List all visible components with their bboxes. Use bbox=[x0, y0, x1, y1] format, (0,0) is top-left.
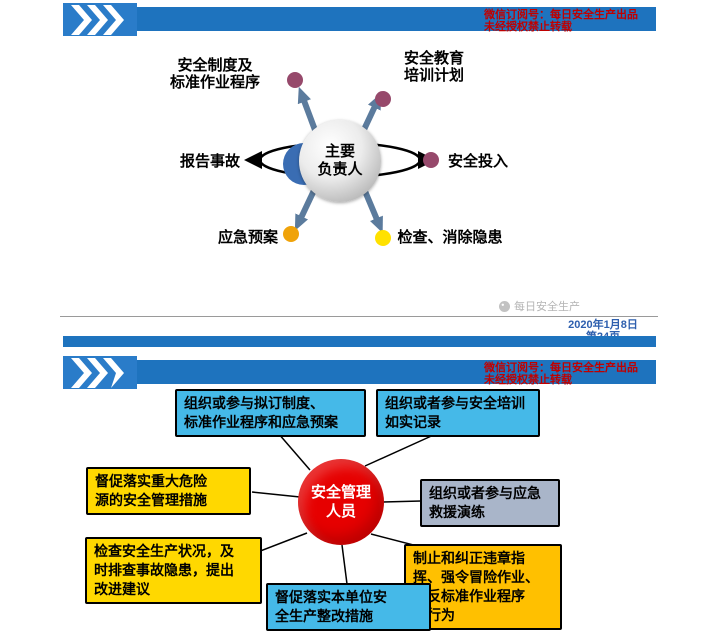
slide1-chevron-logo bbox=[63, 3, 137, 36]
slide1-header-bar bbox=[63, 7, 656, 31]
line-to-bottom-center bbox=[341, 544, 348, 585]
slide1-header-text: 微信订阅号：每日安全生产出品 未经授权禁止转载 bbox=[484, 9, 638, 33]
watermark: 每日安全生产 bbox=[498, 298, 580, 314]
slide1-bottom-bar bbox=[63, 336, 656, 347]
box-stop-violations: 制止和纠正违章指 挥、强令冒险作业、 违反标准作业程序 的行为 bbox=[404, 544, 562, 630]
footer-divider bbox=[60, 316, 658, 317]
box-inspection-suggestion: 检查安全生产状况，及 时排查事故隐患，提出 改进建议 bbox=[85, 537, 262, 604]
box-draft-rules: 组织或参与拟订制度、 标准作业程序和应急预案 bbox=[175, 389, 366, 437]
dot-emergency-plan bbox=[283, 226, 299, 242]
box-safety-training: 组织或者参与安全培训 如实记录 bbox=[376, 389, 540, 437]
node-label-report-accident: 报告事故 bbox=[179, 153, 240, 170]
dot-inspection bbox=[375, 230, 391, 246]
node-label-inspection: 检查、消除隐患 bbox=[397, 229, 503, 246]
line-to-top-left bbox=[277, 432, 311, 471]
header-copyright-line: 未经授权禁止转载 bbox=[484, 374, 572, 386]
slide2-header-bar bbox=[63, 360, 656, 384]
chevrons-icon bbox=[71, 357, 124, 388]
node-label-safety-investment: 安全投入 bbox=[447, 153, 508, 170]
node-label-safety-rules: 安全制度及 标准作业程序 bbox=[169, 57, 260, 91]
slide-date: 2020年1月8日 bbox=[568, 319, 638, 331]
dot-safety-rules bbox=[287, 72, 303, 88]
line-to-top-right bbox=[364, 432, 439, 467]
header-copyright-line: 未经授权禁止转载 bbox=[484, 21, 572, 33]
chevrons-icon bbox=[71, 4, 124, 35]
watermark-mascot-icon bbox=[499, 300, 510, 312]
box-major-hazard: 督促落实重大危险 源的安全管理措施 bbox=[86, 467, 251, 515]
slide2-center-node: 安全管理 人员 bbox=[298, 459, 384, 545]
slide1-center-label: 主要 负责人 bbox=[317, 143, 363, 178]
header-subscription-line: 微信订阅号：每日安全生产出品 bbox=[484, 9, 638, 21]
box-emergency-drill: 组织或者参与应急 救援演练 bbox=[420, 479, 560, 527]
line-to-left bbox=[251, 491, 301, 498]
dot-safety-investment bbox=[423, 152, 439, 168]
slide2-header-text: 微信订阅号：每日安全生产出品 未经授权禁止转载 bbox=[484, 362, 638, 386]
slide2-chevron-logo bbox=[63, 356, 137, 389]
watermark-text: 每日安全生产 bbox=[514, 301, 580, 313]
left-arrowhead-icon bbox=[244, 151, 262, 169]
header-subscription-line: 微信订阅号：每日安全生产出品 bbox=[484, 362, 638, 374]
dot-safety-education bbox=[375, 91, 391, 107]
slide1-center-node: 主要 负责人 bbox=[299, 120, 381, 202]
box-rectification: 督促落实本单位安 全生产整改措施 bbox=[266, 583, 431, 631]
node-label-emergency-plan: 应急预案 bbox=[217, 229, 278, 246]
slide2-center-label: 安全管理 人员 bbox=[310, 484, 371, 520]
node-label-safety-education: 安全教育 培训计划 bbox=[403, 50, 464, 84]
line-to-right bbox=[382, 500, 422, 503]
